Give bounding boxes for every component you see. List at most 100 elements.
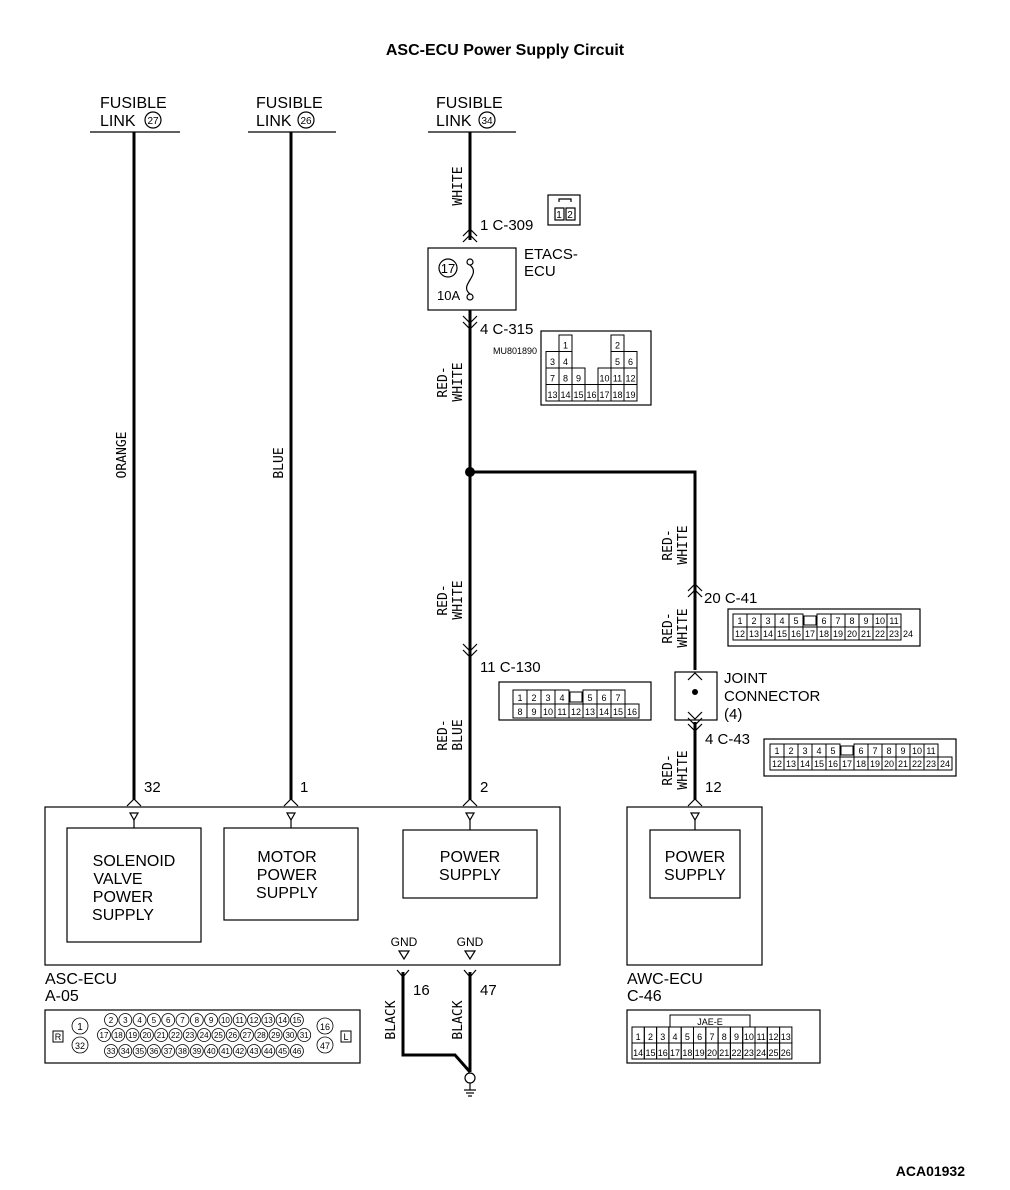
pin-number: 20 [142,1031,151,1040]
solenoid-text-3: POWER [93,889,153,906]
pin-number: 4 [137,1016,142,1025]
gnd-terminal-47 [463,950,477,961]
splice-point [465,467,475,477]
pin-number: 42 [235,1047,244,1056]
awc-power-text-2: SUPPLY [664,867,726,884]
pin-number: 9 [209,1016,214,1025]
pin-number: 12 [250,1016,259,1025]
pin-number: 6 [821,616,826,626]
pin-number: 46 [292,1047,301,1056]
joint-connector [674,671,718,721]
svg-text:26: 26 [300,116,312,127]
red-white-label-5: RED- WHITE [661,750,691,789]
svg-text:27: 27 [147,116,159,127]
pin-number: 8 [849,616,854,626]
awc-ecu-box [626,806,763,966]
pin-number: 11 [557,707,566,717]
pin-number: 39 [192,1047,201,1056]
pin-number: 1 [774,746,779,756]
gnd-label-47: GND [457,935,484,949]
pin-number: 4 [673,1032,678,1042]
pin-number: 16 [586,390,596,400]
pin-number: 15 [645,1048,655,1058]
pin-number: 5 [830,746,835,756]
pin-47-label: 47 [480,982,497,999]
svg-text:2: 2 [567,210,573,221]
joint-label-3: (4) [724,706,742,723]
pin-number: 2 [648,1032,653,1042]
pin-number: 23 [185,1031,194,1040]
pin-number: 10 [912,746,922,756]
asc-ecu-code: A-05 [45,988,79,1005]
pin-number: 19 [833,629,843,639]
pin-number: 22 [912,759,922,769]
pin-number: 7 [550,374,555,384]
svg-text:FUSIBLE: FUSIBLE [256,95,323,112]
pin-number: 26 [781,1048,791,1058]
svg-text:LINK: LINK [256,113,292,130]
pin-number: 12 [772,759,782,769]
pin-number: 20 [884,759,894,769]
pin-number: 44 [264,1047,273,1056]
pin-number: 16 [791,629,801,639]
gnd-label-16: GND [391,935,418,949]
pin-number: 24 [756,1048,766,1058]
pin-number: 1 [563,341,568,351]
pin-number: 40 [207,1047,216,1056]
solenoid-text-1: SOLENOID [93,853,176,870]
pin-number: 14 [278,1016,287,1025]
svg-text:WHITE: WHITE [451,362,466,401]
svg-text:10A: 10A [437,288,460,303]
jae-label: JAE-E [697,1017,723,1027]
pin-number: 16 [627,707,637,717]
pin-number: 2 [615,341,620,351]
connector-c41-label: 20 C-41 [704,590,757,607]
pin-number: 9 [863,616,868,626]
pin-number: 17 [100,1031,109,1040]
joint-label-1: JOINT [724,670,767,687]
svg-text:RED-: RED- [661,529,676,560]
pin-number: 6 [166,1016,171,1025]
white-label-top: WHITE [451,166,466,205]
pin-number: 7 [709,1032,714,1042]
connector-c309-label: 1 C-309 [480,217,533,234]
red-white-label-4: RED- WHITE [661,608,691,647]
pin-number: 10 [599,374,609,384]
diagram-title: ASC-ECU Power Supply Circuit [386,42,625,59]
pin-number: 7 [615,693,620,703]
pin-number: 21 [157,1031,166,1040]
asc-power-block [402,829,538,899]
pin-number: 4 [563,357,568,367]
pin-number: 9 [576,374,581,384]
pin-number: 17 [670,1048,680,1058]
pin-number: 21 [898,759,908,769]
pin-number: 25 [768,1048,778,1058]
pin-number: 34 [121,1047,130,1056]
pin-16-label: 16 [413,982,430,999]
joint-label-2: CONNECTOR [724,688,821,705]
pin-number: 19 [128,1031,137,1040]
pin-number: 27 [243,1031,252,1040]
pin-number: 19 [625,390,635,400]
pin-number: 8 [517,707,522,717]
svg-text:RED-: RED- [436,584,451,615]
svg-text:LINK: LINK [436,113,472,130]
pin-number: 6 [601,693,606,703]
black-label-1: BLACK [384,1000,399,1039]
pin-number: 3 [765,616,770,626]
svg-text:1: 1 [556,210,562,221]
pin-number: 47 [320,1041,330,1051]
motor-block [223,827,359,921]
pin-number: 10 [744,1032,754,1042]
black-label-2: BLACK [451,1000,466,1039]
pin-number: 13 [547,390,557,400]
pin-number: 18 [819,629,829,639]
ground-point [464,1072,476,1084]
pin-number: 16 [320,1022,330,1032]
fusible-link-26: FUSIBLE LINK 26 [248,95,336,133]
pin-number: 16 [828,759,838,769]
